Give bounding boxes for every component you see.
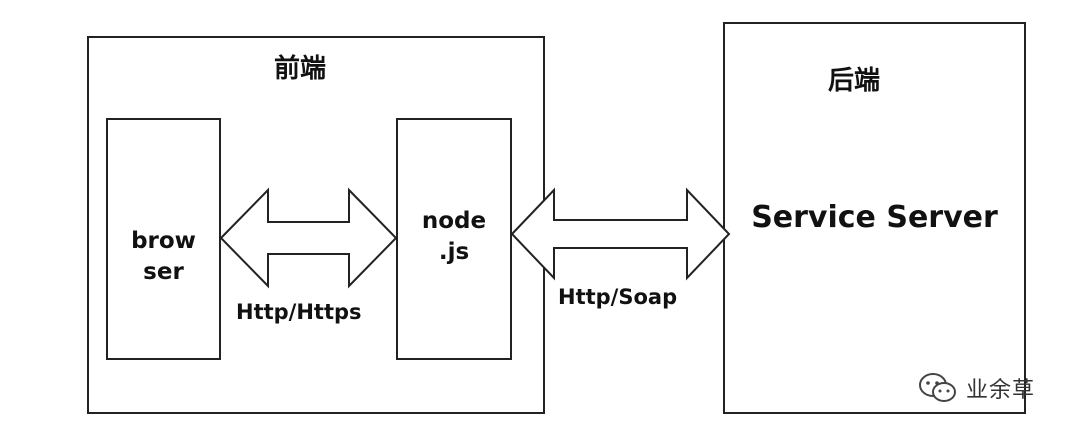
nodejs-label-line-2: .js — [438, 239, 470, 266]
browser-box — [106, 118, 221, 360]
nodejs-label-line-1: node — [421, 208, 487, 234]
node-service-protocol-label: Http/Soap — [558, 285, 678, 309]
wechat-icon — [919, 373, 956, 402]
service-server-label: Service Server — [751, 200, 998, 235]
watermark: 业余草 — [918, 372, 1035, 404]
browser-label-line-2: ser — [143, 259, 184, 286]
browser-node-arrow-shape — [219, 187, 398, 289]
backend-container — [723, 22, 1026, 414]
nodejs-box — [396, 118, 512, 360]
nodejs-label: node .js — [396, 206, 512, 268]
backend-title: 后端 — [828, 66, 881, 96]
browser-node-protocol-label: Http/Https — [236, 300, 362, 324]
browser-label: brow ser — [106, 226, 221, 288]
frontend-title: 前端 — [274, 54, 327, 84]
watermark-text: 业余草 — [966, 378, 1036, 403]
browser-label-line-1: brow — [131, 228, 196, 254]
node-service-arrow-shape — [510, 187, 731, 281]
